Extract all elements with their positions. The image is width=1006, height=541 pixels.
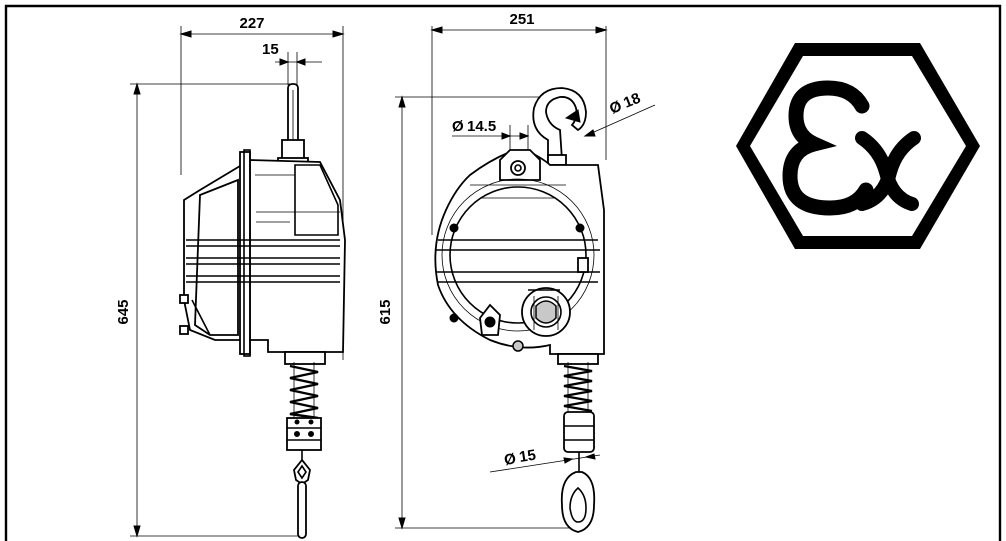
dim-front-height: 615 [377, 299, 394, 324]
dim-side-height: 645 [115, 299, 132, 324]
dim-front-width: 251 [509, 11, 534, 28]
ex-explosion-protection-icon [736, 43, 980, 249]
side-view: 227 15 645 [115, 15, 346, 539]
bottom-snap-hook [560, 471, 596, 533]
dim-eye-diameter: 14.5 [467, 118, 496, 135]
dim-bottom-hook-diameter: 15 [518, 447, 537, 466]
dim-bottom-hook-diameter-symbol: Ø [503, 450, 518, 469]
dim-hook-diameter: 18 [621, 90, 643, 112]
top-hook [532, 87, 587, 161]
front-view: 251 615 Ø 14.5 Ø 18 [377, 11, 656, 533]
dim-eye-diameter-symbol: Ø [452, 118, 464, 135]
dim-hook-width: 15 [262, 41, 279, 58]
drawing-frame [4, 4, 1002, 541]
dim-side-width: 227 [239, 15, 264, 32]
